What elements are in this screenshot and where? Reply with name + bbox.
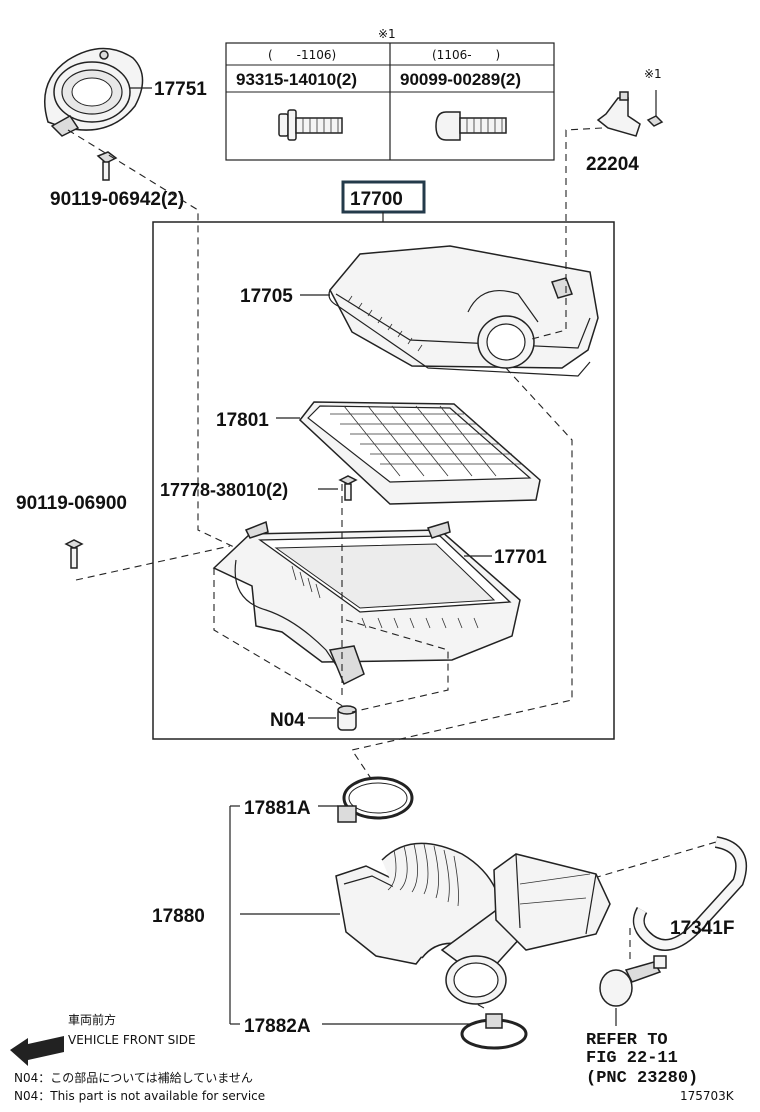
direction-en: VEHICLE FRONT SIDE — [68, 1033, 196, 1047]
table-note-mark: ※1 — [378, 27, 396, 41]
label-22204: 22204 — [586, 154, 639, 175]
grommet-n04 — [337, 705, 357, 731]
boot-17751 — [44, 47, 144, 137]
round-head-bolt-icon — [435, 111, 507, 141]
direction-jp: 車両前方 — [68, 1012, 116, 1027]
arrow-left-icon — [10, 1036, 64, 1066]
table-col2-period: (1106- ) — [432, 48, 500, 62]
clamp-17881a — [337, 776, 414, 823]
note-jp: N04：この部品については補給していません — [14, 1070, 253, 1085]
bolt-table: ※1 ( -1106) (1106- ) 93315-14010(2) 9009… — [225, 27, 555, 161]
table-col1-period: ( -1106) — [268, 48, 336, 62]
label-17751: 17751 — [154, 79, 207, 100]
air-filter-element-17801 — [298, 401, 541, 505]
label-17705: 17705 — [240, 286, 293, 307]
label-17882a: 17882A — [244, 1016, 311, 1037]
label-17881a: 17881A — [244, 798, 311, 819]
refer-line2: FIG 22-11 — [586, 1049, 678, 1068]
hose-17341f — [632, 836, 748, 951]
screw-17778 — [338, 475, 358, 501]
label-90119-06900: 90119-06900 — [16, 493, 127, 514]
bolt-90119-06900 — [64, 539, 84, 569]
intake-pipe-17880 — [335, 842, 611, 1005]
bolt-with-washer-icon — [278, 109, 343, 141]
air-cleaner-cover-17705 — [328, 245, 599, 377]
figure-code: 175703K — [680, 1089, 735, 1103]
label-17801: 17801 — [216, 410, 269, 431]
pcv-valve — [599, 955, 667, 1007]
bolt-90119-06942 — [96, 151, 118, 181]
refer-line3: (PNC 23280) — [586, 1069, 698, 1088]
dashed-leaders — [67, 127, 717, 1009]
label-22204-mark: ※1 — [644, 67, 662, 81]
label-17701: 17701 — [494, 547, 547, 568]
label-17700: 17700 — [350, 189, 403, 210]
air-cleaner-case-17701 — [212, 520, 521, 686]
label-17778: 17778-38010(2) — [160, 480, 288, 500]
sensor-22204 — [596, 91, 641, 137]
table-col2-part: 90099-00289(2) — [400, 70, 521, 89]
clamp-17882a — [460, 1013, 528, 1050]
table-col1-part: 93315-14010(2) — [236, 70, 357, 89]
note-en: N04：This part is not available for servi… — [14, 1089, 265, 1103]
assembly-frame — [152, 221, 615, 740]
label-17880: 17880 — [152, 906, 205, 927]
refer-line1: REFER TO — [586, 1031, 668, 1050]
label-17341f: 17341F — [670, 918, 734, 939]
label-90119-06942: 90119-06942(2) — [50, 189, 184, 210]
screw-22204 — [646, 90, 664, 127]
label-17700-box — [341, 180, 426, 214]
label-n04: N04 — [270, 710, 305, 731]
